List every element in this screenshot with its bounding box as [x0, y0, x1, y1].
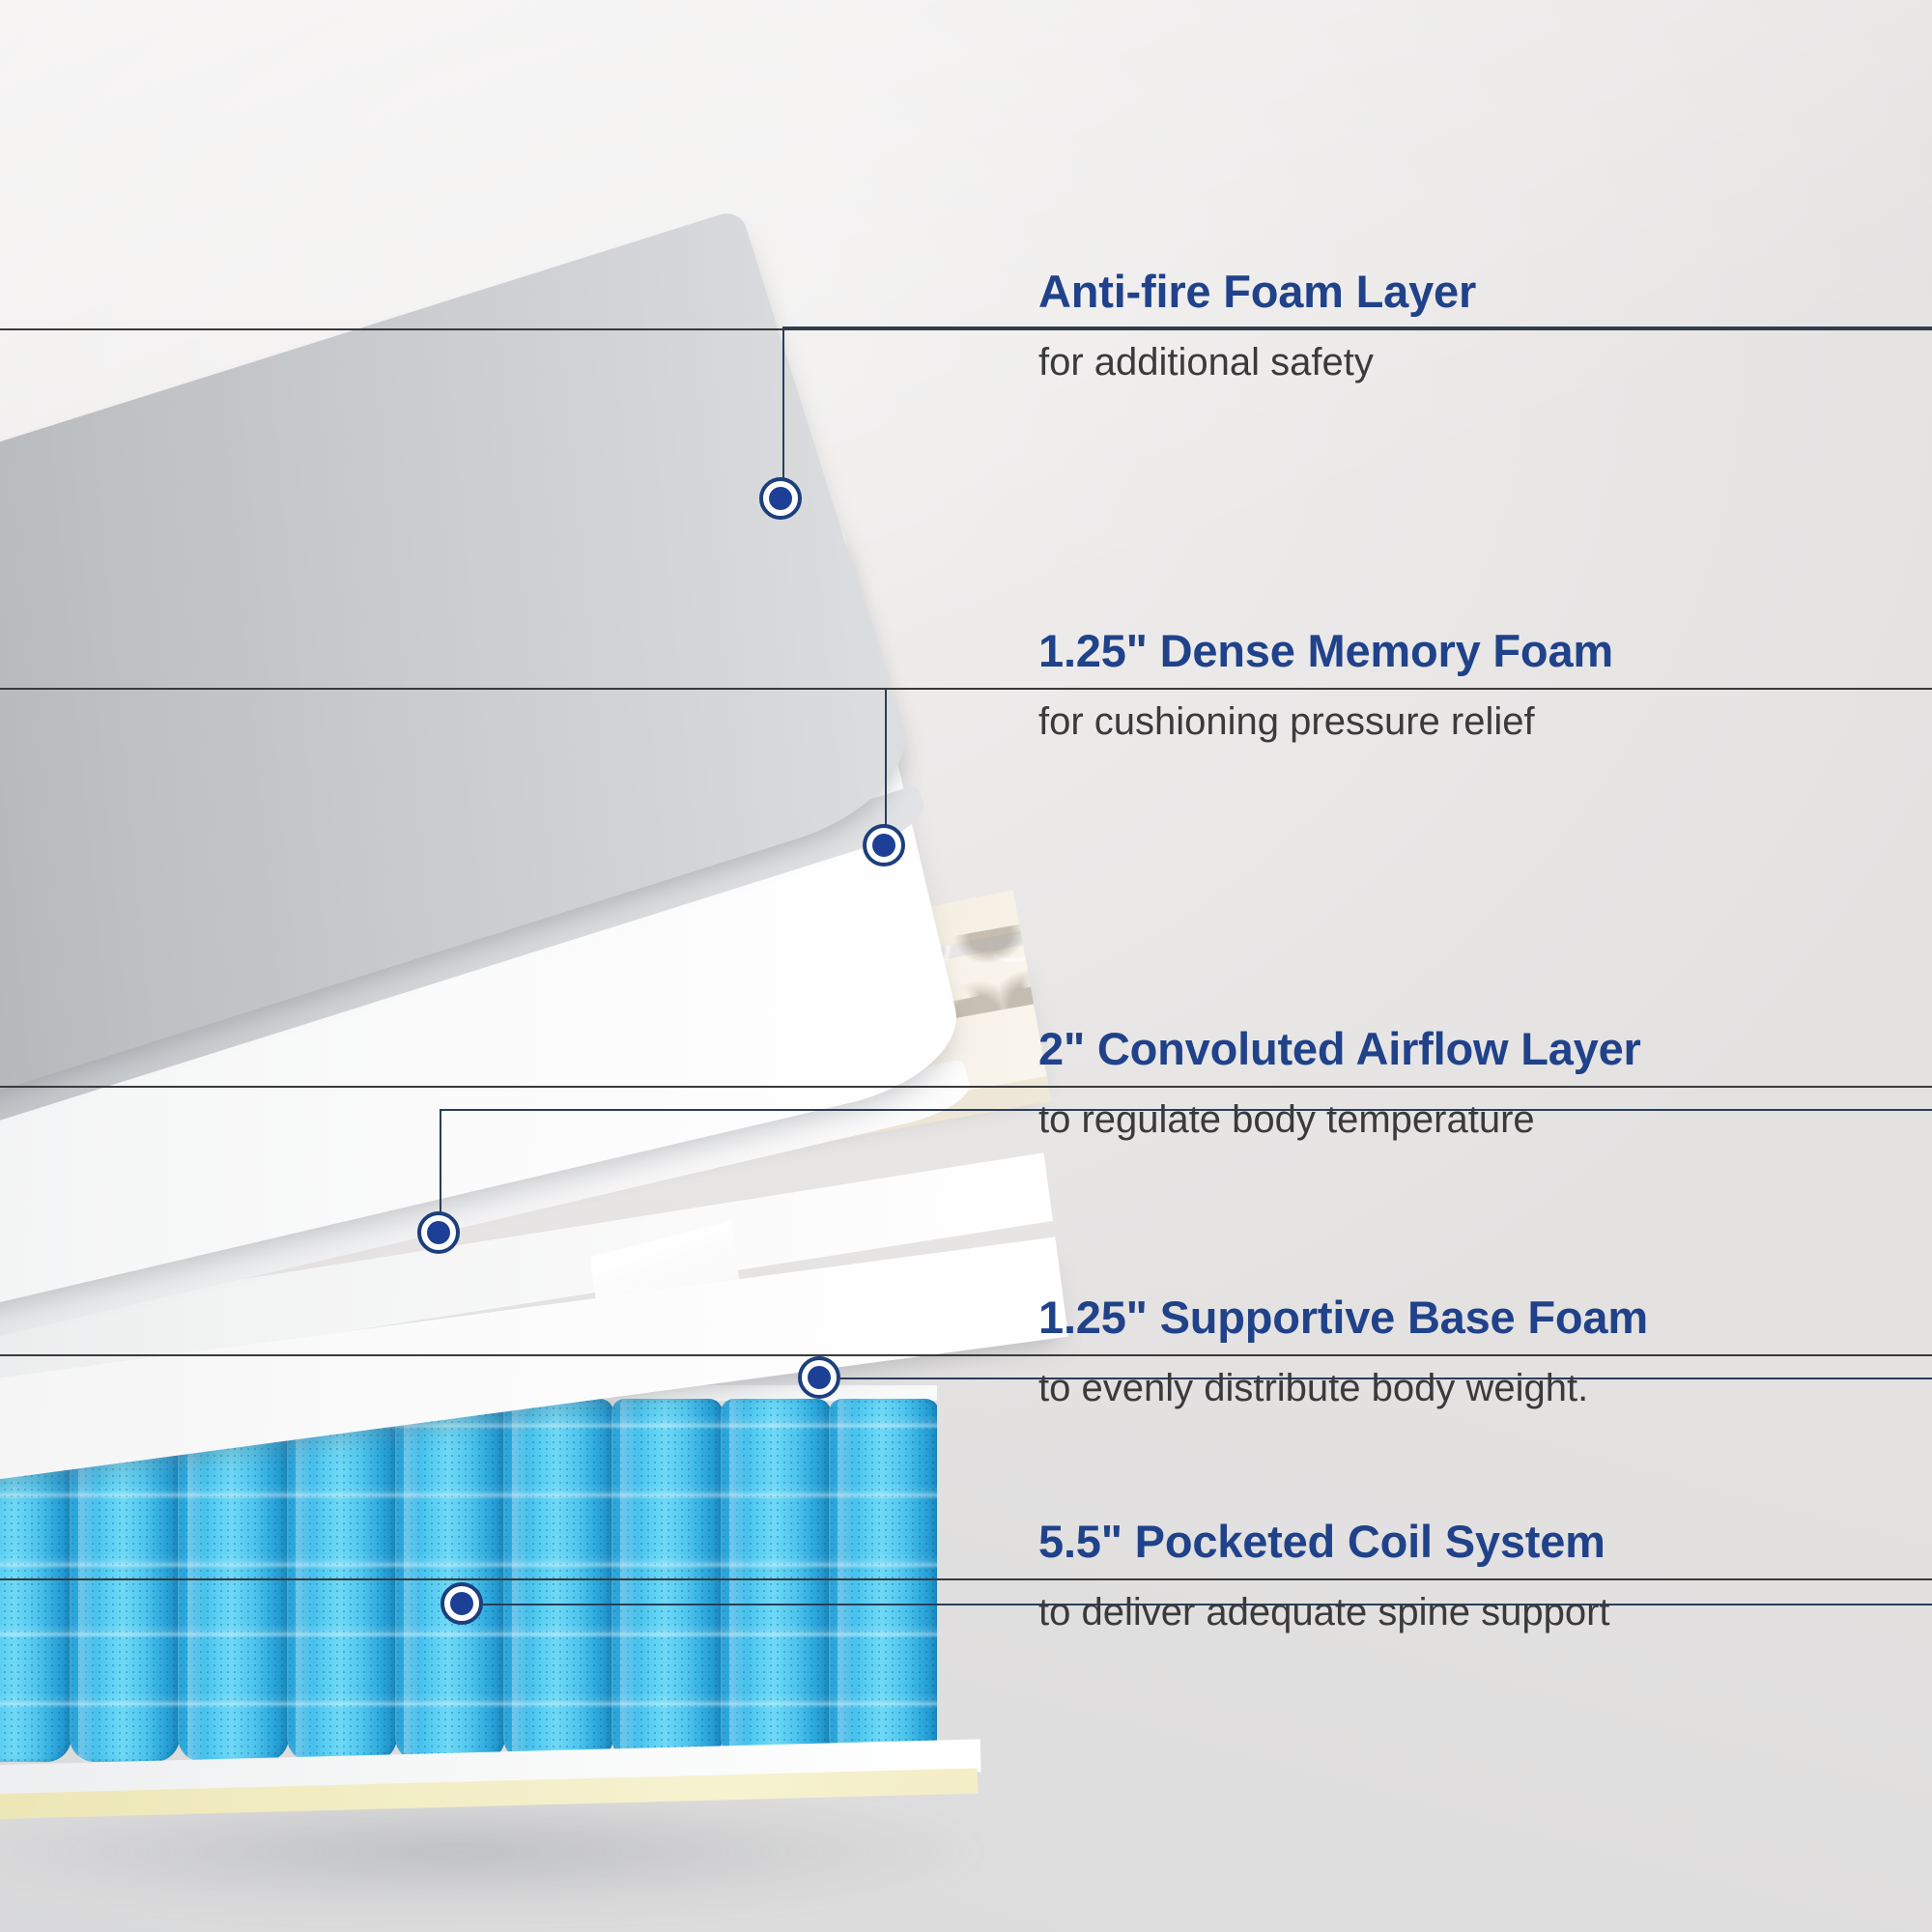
- callout-subtitle: for cushioning pressure relief: [1038, 700, 1535, 743]
- pocketed-coil: [394, 1399, 506, 1762]
- callout-subtitle: to regulate body temperature: [1038, 1098, 1535, 1141]
- marker-dot-convoluted-airflow[interactable]: [417, 1211, 460, 1254]
- callout-convoluted-airflow: 2" Convoluted Airflow Layer to regulate …: [0, 1023, 1932, 1141]
- callout-dense-memory-foam: 1.25" Dense Memory Foam for cushioning p…: [0, 625, 1932, 743]
- callout-pocketed-coil-system: 5.5" Pocketed Coil System to deliver ade…: [0, 1516, 1932, 1634]
- pocketed-coil: [611, 1399, 723, 1762]
- callout-title: 1.25" Dense Memory Foam: [1038, 625, 1613, 676]
- callout-anti-fire: Anti-fire Foam Layer for additional safe…: [0, 266, 1932, 384]
- coils-row: [0, 1399, 937, 1762]
- marker-dot-dense-memory-foam[interactable]: [863, 824, 905, 867]
- pocketed-coil: [720, 1399, 831, 1762]
- callout-rule: [0, 1578, 1932, 1580]
- callout-rule: [0, 1086, 1932, 1088]
- callout-rule: [0, 328, 1932, 330]
- callout-subtitle: for additional safety: [1038, 341, 1374, 384]
- callout-title: 2" Convoluted Airflow Layer: [1038, 1023, 1641, 1074]
- pocketed-coil: [828, 1399, 937, 1762]
- pocketed-coil: [178, 1399, 289, 1762]
- callout-subtitle: to evenly distribute body weight.: [1038, 1367, 1589, 1409]
- callout-rule: [0, 1354, 1932, 1356]
- floor-shadow: [0, 1797, 1256, 1932]
- callout-title: 1.25" Supportive Base Foam: [1038, 1292, 1648, 1343]
- marker-dot-pocketed-coil-system[interactable]: [440, 1582, 483, 1625]
- callout-subtitle: to deliver adequate spine support: [1038, 1591, 1610, 1634]
- marker-dot-anti-fire[interactable]: [759, 477, 802, 520]
- pocketed-coil-system-layer: [0, 1385, 937, 1779]
- callout-title: Anti-fire Foam Layer: [1038, 266, 1477, 317]
- callout-supportive-base-foam: 1.25" Supportive Base Foam to evenly dis…: [0, 1292, 1932, 1409]
- callout-rule: [0, 688, 1932, 690]
- callout-title: 5.5" Pocketed Coil System: [1038, 1516, 1605, 1567]
- pocketed-coil: [503, 1399, 614, 1762]
- pocketed-coil: [286, 1399, 398, 1762]
- marker-dot-supportive-base-foam[interactable]: [798, 1356, 840, 1399]
